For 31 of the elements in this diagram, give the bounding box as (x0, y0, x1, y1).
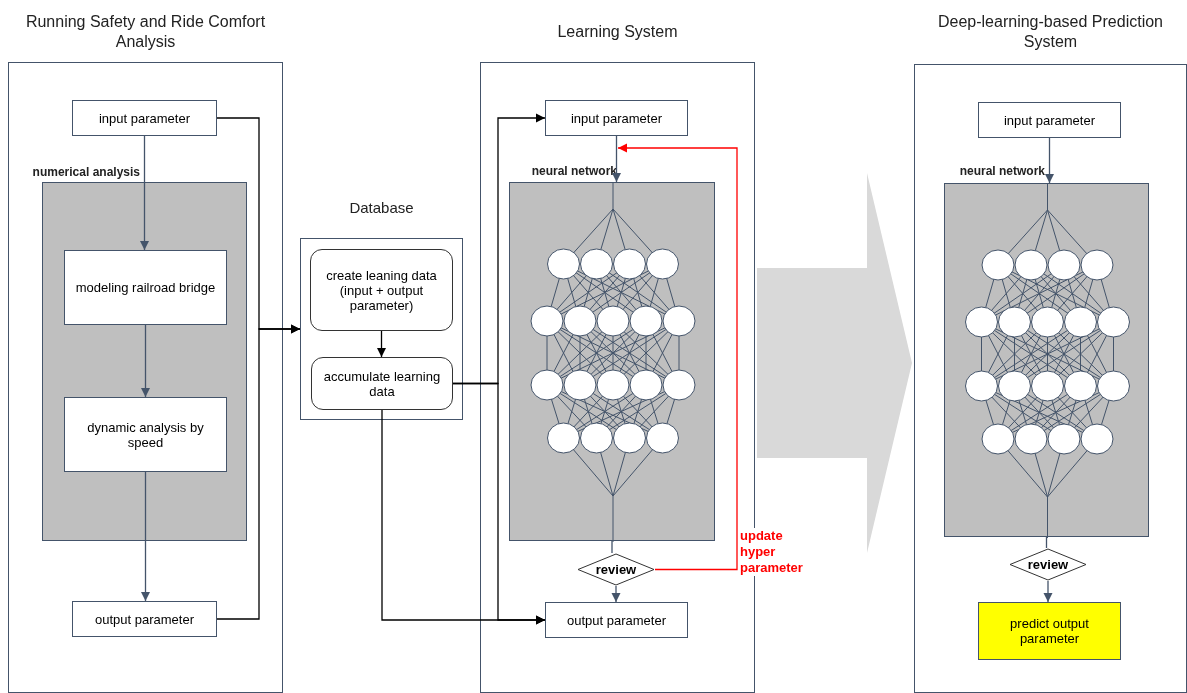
arrow (139, 135, 150, 251)
panel-title: Deep-learning-based Prediction System (937, 12, 1164, 52)
arrow (216, 324, 301, 620)
arrow (1043, 580, 1053, 603)
arrow (376, 330, 387, 358)
group-title: neural network (530, 163, 617, 179)
process-box: modeling railroad bridge (64, 250, 227, 325)
arrow (611, 135, 622, 183)
arrow (140, 324, 151, 398)
process-box: predict output parameter (978, 602, 1121, 660)
panel-title: Learning System (556, 22, 679, 42)
arrow (140, 471, 151, 602)
group-title: neural network (958, 163, 1045, 179)
panel-title: Running Safety and Ride Comfort Analysis (24, 12, 267, 52)
process-box: output parameter (545, 602, 688, 638)
arrow (611, 585, 621, 603)
group-title: Database (348, 198, 415, 218)
rounded-process-box: create leaning data (input + output parameter) (310, 249, 453, 331)
arrow (1044, 137, 1055, 184)
process-box: input parameter (545, 100, 688, 136)
process-box: input parameter (978, 102, 1121, 138)
arrow (617, 143, 738, 571)
rounded-process-box: accumulate learning data (311, 357, 453, 410)
process-box: dynamic analysis by speed (64, 397, 227, 472)
process-box: input parameter (72, 100, 217, 136)
decision-diamond: review (577, 553, 655, 586)
decision-diamond: review (1009, 548, 1087, 581)
group-title: numerical analysis (31, 164, 140, 180)
block-arrow (757, 173, 912, 553)
process-box: output parameter (72, 601, 217, 637)
arrow (381, 409, 546, 625)
